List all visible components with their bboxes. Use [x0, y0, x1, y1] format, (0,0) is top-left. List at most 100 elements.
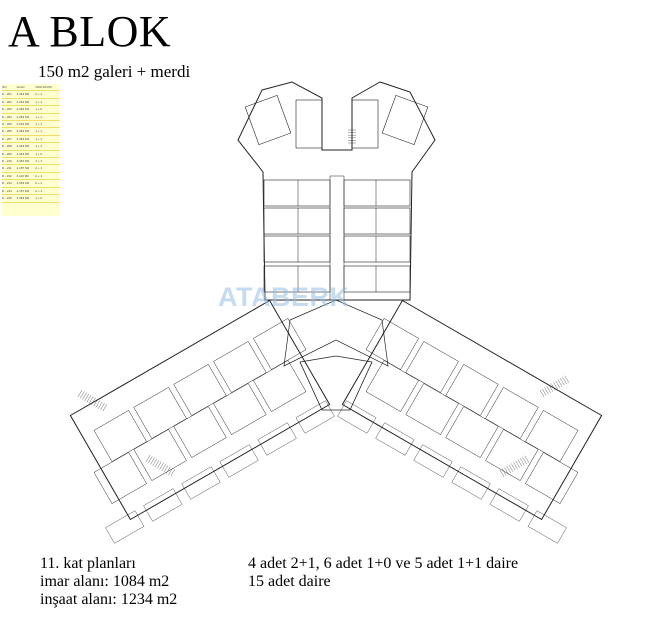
balcony: [219, 444, 259, 478]
stair-tread: [80, 391, 85, 399]
balcony: [375, 422, 415, 456]
stair-tread: [502, 468, 507, 476]
legend-cell: 2 + 1: [35, 164, 60, 173]
balcony: [413, 444, 453, 478]
apartment-unit: [295, 99, 323, 149]
stair-tread: [499, 469, 505, 478]
stair-tread: [161, 464, 166, 472]
north-wing-outline: [237, 81, 436, 301]
legend-cell: 2 + 1: [35, 187, 60, 196]
apartment-unit: [173, 406, 227, 458]
apartment-unit: [381, 95, 429, 145]
apartment-unit: [263, 207, 331, 235]
balcony: [105, 510, 145, 544]
apartment-unit: [405, 383, 459, 435]
balcony: [527, 510, 567, 544]
apartment-unit: [365, 360, 419, 412]
apartment-unit: [244, 95, 292, 145]
gallery-void: [299, 355, 373, 411]
stair-tread: [86, 395, 92, 403]
legend-cell: 2 + 1: [35, 90, 60, 99]
watermark-logo: ATABERK: [218, 282, 350, 312]
legend-cell: 1 + 1: [35, 98, 60, 107]
legend-cell: D - 210: [2, 157, 17, 166]
legend-cell: D - 204: [2, 113, 17, 122]
legend-cell: 1 + 1: [35, 113, 60, 122]
legend-cell: 1 + 1: [35, 120, 60, 129]
floor-plan: [69, 81, 603, 544]
balcony: [489, 488, 529, 522]
stair-tread: [513, 462, 518, 470]
central-corridor: [329, 175, 345, 301]
apartment-unit: [343, 207, 411, 235]
legend-cell: 4.116 M2: [16, 172, 36, 181]
apartment-unit: [253, 360, 307, 412]
legend-cell: D - 209: [2, 150, 17, 159]
stair-tread: [546, 386, 551, 394]
balcony: [257, 422, 297, 456]
apartment-unit: [263, 235, 331, 263]
apartment-unit: [343, 265, 411, 293]
apartment-unit: [525, 410, 579, 462]
stair-tread: [168, 467, 173, 476]
legend-cell: NO: [2, 84, 17, 92]
stair-tread: [553, 382, 558, 390]
apartment-unit: [343, 235, 411, 263]
apartment-unit: [351, 99, 379, 149]
legend-cell: 4.354 M2: [16, 135, 36, 144]
legend-cell: D - 206: [2, 127, 17, 136]
stair-tread: [515, 460, 520, 468]
apartment-unit: [173, 364, 227, 416]
stair-tread: [557, 379, 563, 387]
legend-cell: 1 + 0: [35, 150, 60, 159]
southwest-wing-outline: [69, 299, 331, 521]
apartment-unit: [405, 341, 459, 393]
legend-cell: 4.187 M2: [16, 164, 36, 173]
stair-tread: [542, 388, 547, 396]
legend-cell: 4.354 M2: [16, 142, 36, 151]
legend-cell: 1 + 0: [35, 105, 60, 114]
legend-cell: D - 203: [2, 105, 17, 114]
stair-tread: [511, 463, 516, 471]
apartment-unit: [365, 318, 419, 370]
unit-total: 15 adet daire: [248, 573, 331, 590]
legend-cell: 4.254 M2: [16, 120, 36, 129]
floor-info: 11. kat planları imar alanı: 1084 m2 inş…: [40, 555, 177, 609]
balcony: [451, 466, 491, 500]
stair-tread: [91, 397, 96, 405]
apartment-unit: [133, 429, 187, 481]
unit-mix: 4 adet 2+1, 6 adet 1+0 ve 5 adet 1+1 dai…: [248, 555, 519, 572]
legend-cell: D - 211: [2, 164, 17, 173]
stair-tread: [551, 383, 556, 391]
page-subtitle: 150 m2 galeri + merdi: [38, 62, 191, 81]
legend-cell: 1 + 1: [35, 135, 60, 144]
legend-cell: 4.284 M2: [16, 105, 36, 114]
apartment-unit: [263, 179, 331, 207]
legend-cell: 4.354 M2: [16, 150, 36, 159]
stair-tread: [562, 376, 567, 385]
apartment-unit: [253, 318, 307, 370]
stair-tread: [82, 392, 87, 400]
legend-cell: D - 214: [2, 187, 17, 196]
stair-tread: [102, 404, 107, 412]
stair-tread: [150, 457, 155, 465]
stair-tread: [548, 384, 554, 392]
stair-tread: [98, 401, 103, 409]
legend-cell: D - 215: [2, 194, 17, 203]
legend-cell: D - 201: [2, 90, 17, 99]
legend-cell: 4.353 M2: [16, 179, 36, 188]
legend-cell: 4.354 M2: [16, 157, 36, 166]
stair-tread: [564, 375, 569, 383]
legend-cell: 1 + 1: [35, 127, 60, 136]
